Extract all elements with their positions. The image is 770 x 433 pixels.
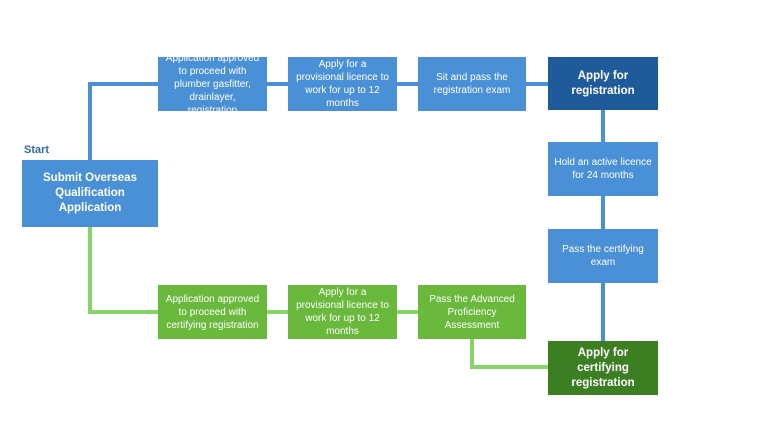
active-licence-node: Hold an active licence for 24 months — [548, 142, 658, 196]
apply-certifying-node: Apply for certifying registration — [548, 341, 658, 395]
blue-connector-start — [88, 82, 158, 160]
registration-exam-node: Sit and pass the registration exam — [418, 57, 526, 111]
submit-application-node: Submit Overseas Qualification Applicatio… — [22, 160, 158, 227]
green-connector-start — [88, 227, 158, 314]
approved-registration-node: Application approved to proceed with plu… — [158, 53, 267, 116]
provisional-licence-registration-node: Apply for a provisional licence to work … — [288, 57, 397, 111]
approved-certifying-node: Application approved to proceed with cer… — [158, 285, 267, 339]
advanced-assessment-node: Pass the Advanced Proficiency Assessment — [418, 285, 526, 339]
apply-registration-node: Apply for registration — [548, 57, 658, 110]
green-connector-3 — [470, 339, 548, 369]
provisional-licence-certifying-node: Apply for a provisional licence to work … — [288, 285, 397, 339]
start-label: Start — [24, 144, 50, 156]
certifying-exam-node: Pass the certifying exam — [548, 229, 658, 283]
